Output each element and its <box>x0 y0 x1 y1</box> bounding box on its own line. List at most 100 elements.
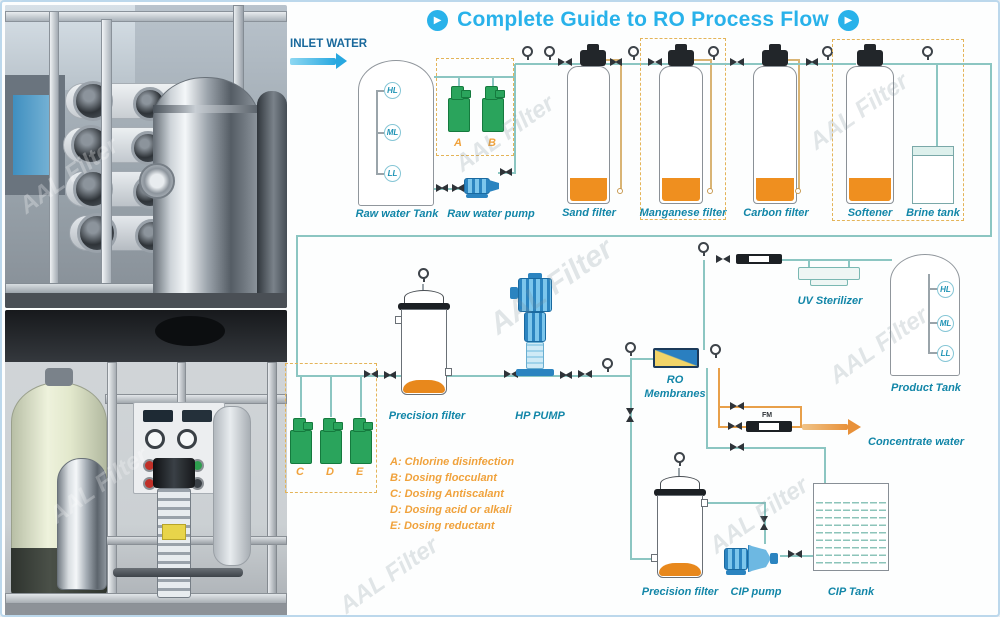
pressure-gauge <box>698 242 709 253</box>
dosing-box-ab <box>436 58 514 156</box>
sand-filter-head <box>580 50 606 66</box>
valve <box>500 168 512 177</box>
photo-ceiling-machinery <box>5 310 287 362</box>
valve <box>728 422 742 431</box>
stainless-filter-housing <box>57 458 107 590</box>
dosing-label-a: A <box>454 137 462 149</box>
sand-filter-label: Sand filter <box>562 207 616 219</box>
steel-frame-bar <box>49 11 59 306</box>
title-bar: ▶ Complete Guide to RO Process Flow ▶ <box>287 5 998 35</box>
carbon-filter-vessel <box>753 66 797 204</box>
valve <box>578 370 592 379</box>
play-icon: ▶ <box>837 9 859 31</box>
brine-tank-label: Brine tank <box>906 207 960 219</box>
dosing-tank-e <box>350 418 373 464</box>
manganese-filter-vessel <box>659 66 703 204</box>
steel-frame-bar <box>5 11 287 22</box>
backwash-line <box>694 59 710 61</box>
hp-pump-label: HP PUMP <box>515 410 565 422</box>
uv-sterilizer-label: UV Sterilizer <box>797 295 863 307</box>
sand-filter-vessel <box>567 66 610 204</box>
valve <box>558 58 572 67</box>
carbon-filter-label: Carbon filter <box>743 207 809 219</box>
steel-frame-bar <box>105 536 287 545</box>
valve <box>452 184 464 193</box>
valve <box>806 58 818 67</box>
watermark: AAL Filter <box>334 531 444 617</box>
concentrate-arrow <box>802 424 848 430</box>
product-tank-label: Product Tank <box>891 382 961 394</box>
cip-tank <box>813 483 889 571</box>
pressure-gauge <box>922 46 933 57</box>
fm-label: FM <box>762 412 773 419</box>
drain-point <box>707 188 713 194</box>
legend-line-e: E: Dosing reductant <box>390 520 495 532</box>
cip-pump-label: CIP pump <box>730 586 782 598</box>
pressure-gauge <box>418 268 429 279</box>
flow-meter <box>736 254 782 264</box>
photo-membrane-rack <box>5 5 287 308</box>
legend-line-c: C: Dosing Antiscalant <box>390 488 504 500</box>
level-indicator-ll: LL <box>384 165 401 182</box>
precision-filter-1-body <box>401 309 447 395</box>
raw-water-pump <box>464 174 502 200</box>
carbon-filter-head <box>762 50 788 66</box>
photo-ro-plant <box>5 310 287 615</box>
valve <box>626 408 635 422</box>
panel-display <box>182 410 212 422</box>
pressure-gauge <box>708 46 719 57</box>
pressure-gauge <box>710 344 721 355</box>
steel-frame-bar <box>5 593 287 604</box>
filter-media <box>849 178 891 201</box>
valve <box>730 402 744 411</box>
ro-membranes-label-1: RO <box>666 374 684 386</box>
backwash-line <box>788 59 798 61</box>
manganese-filter-box <box>640 38 726 220</box>
page-title: Complete Guide to RO Process Flow <box>457 8 829 31</box>
filter-media <box>570 178 607 201</box>
valve <box>610 58 622 67</box>
precision-filter-1-label: Precision filter <box>388 410 466 422</box>
steel-frame-bar <box>267 362 277 602</box>
softener-label: Softener <box>847 207 893 219</box>
legend-line-b: B: Dosing flocculant <box>390 472 497 484</box>
level-indicator-ll: LL <box>937 345 954 362</box>
dosing-tank-b <box>482 86 505 132</box>
pressure-gauge <box>674 452 685 463</box>
manganese-filter-label: Manganese filter <box>639 207 727 219</box>
drain-point <box>617 188 623 194</box>
dosing-label-c: C <box>296 466 304 478</box>
cip-tank-water <box>816 496 886 568</box>
pipe-dark <box>113 568 243 577</box>
port <box>651 554 658 562</box>
cip-pump <box>724 542 780 576</box>
precision-filter-2-body <box>657 495 703 578</box>
port <box>701 499 708 507</box>
pump-label-sticker <box>162 524 186 540</box>
valve <box>730 443 744 452</box>
port <box>445 368 452 376</box>
stainless-vessel <box>257 91 287 308</box>
legend-line-a: A: Chlorine disinfection <box>390 456 515 468</box>
flange <box>139 163 175 199</box>
filter-media <box>662 178 700 201</box>
stainless-vessel <box>213 406 251 566</box>
inlet-arrow <box>290 58 336 65</box>
pressure-gauge <box>628 46 639 57</box>
level-indicator-hl: HL <box>384 82 401 99</box>
dosing-tank-c <box>290 418 313 464</box>
valve <box>730 58 744 67</box>
inlet-arrow-head <box>336 53 347 69</box>
panel-gauge <box>177 429 197 449</box>
valve <box>788 550 802 559</box>
vertical-pump-column <box>157 488 191 598</box>
fm-flow-meter <box>746 421 792 432</box>
softener-head <box>857 50 883 66</box>
hp-pump <box>510 273 554 376</box>
play-icon: ▶ <box>427 9 449 31</box>
dosing-label-d: D <box>326 466 334 478</box>
level-indicator-ml: ML <box>384 124 401 141</box>
check-valve <box>560 371 572 380</box>
valve <box>364 370 378 379</box>
